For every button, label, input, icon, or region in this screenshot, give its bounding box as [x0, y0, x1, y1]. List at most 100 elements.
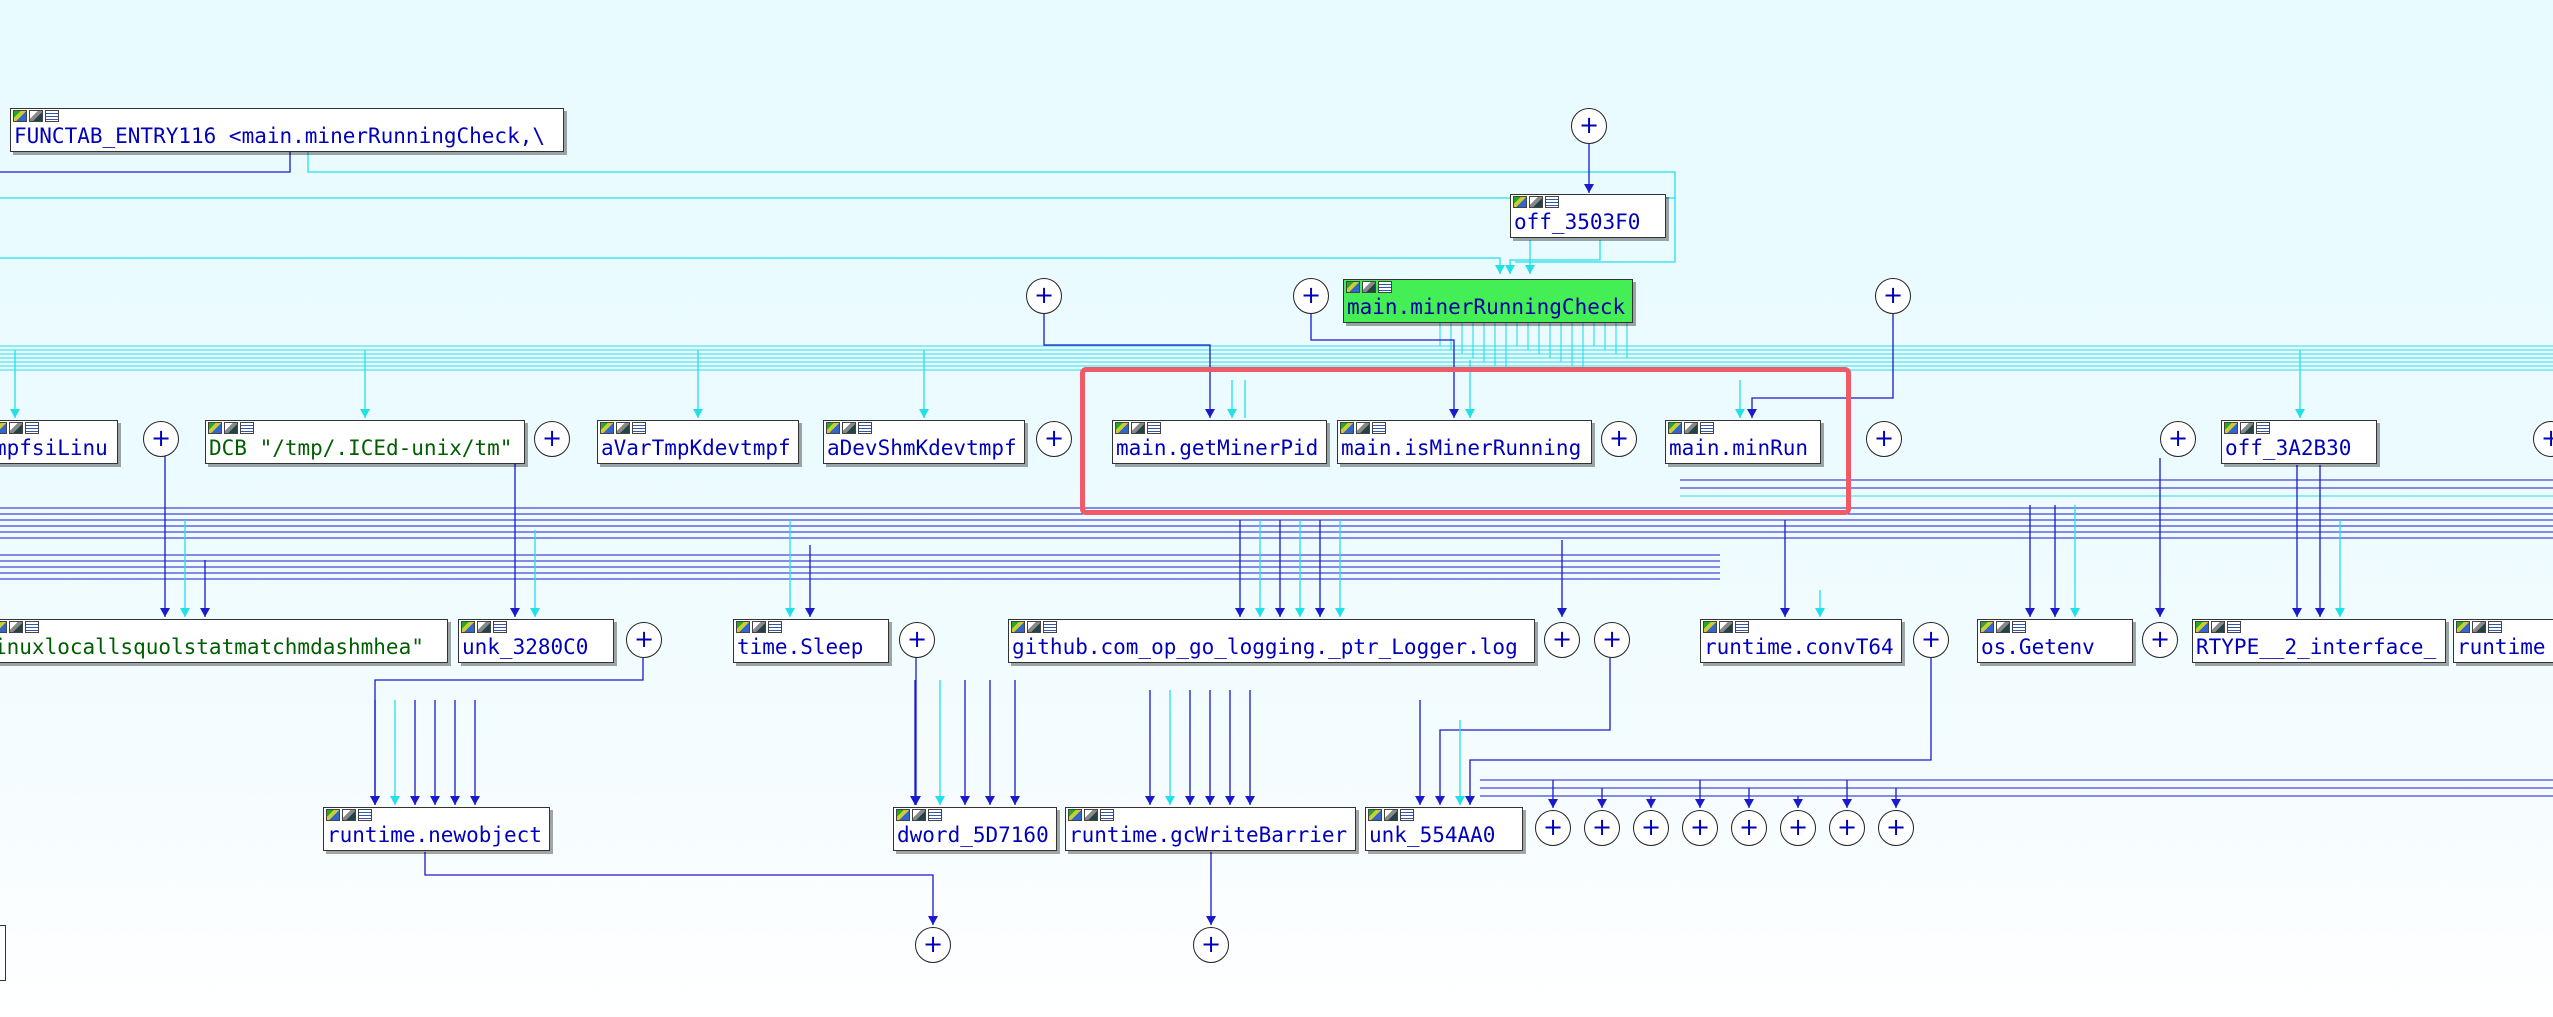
expand-node-button[interactable]: +: [1293, 278, 1329, 314]
expand-node-button[interactable]: +: [1829, 810, 1865, 846]
text-view-icon: [1545, 196, 1559, 208]
expand-node-button[interactable]: +: [1193, 927, 1229, 963]
color-icon: [752, 621, 766, 633]
edge-arrowhead: [1206, 916, 1216, 925]
node-miner-running-check[interactable]: main.minerRunningCheck: [1343, 279, 1633, 323]
node-label: runtime: [2457, 635, 2546, 659]
node-off-3503f0[interactable]: off_3503F0: [1510, 194, 1666, 238]
edge-arrowhead: [1744, 799, 1754, 808]
edge-arrowhead: [1205, 409, 1215, 418]
node-is-miner-running[interactable]: main.isMinerRunning: [1337, 420, 1592, 464]
node-linux-string[interactable]: inuxlocallsquolstatmatchmdashmhea": [0, 619, 448, 663]
expand-node-button[interactable]: +: [1026, 278, 1062, 314]
edge-arrowhead: [1465, 409, 1475, 418]
expand-node-button[interactable]: +: [1544, 622, 1580, 658]
text-view-icon: [1147, 422, 1161, 434]
edge-arrowhead: [928, 916, 938, 925]
node-adev-shm[interactable]: aDevShmKdevtmpf: [823, 420, 1025, 464]
expand-node-button[interactable]: +: [2142, 622, 2178, 658]
expand-node-button[interactable]: +: [1731, 810, 1767, 846]
node-min-run[interactable]: main.minRun: [1665, 420, 1821, 464]
node-rtype-interface[interactable]: RTYPE__2_interface_: [2192, 619, 2446, 663]
edge-arrowhead: [1815, 608, 1825, 617]
node-label: DCB "/tmp/.ICEd-unix/tm": [209, 436, 513, 460]
expand-node-button[interactable]: +: [1584, 810, 1620, 846]
text-view-icon: [2227, 621, 2241, 633]
edge-arrowhead: [470, 796, 480, 805]
node-label: unk_3280C0: [462, 635, 589, 659]
expand-node-button[interactable]: +: [2533, 421, 2553, 457]
edge-arrowhead: [1548, 799, 1558, 808]
graph-icon: [2456, 621, 2470, 633]
color-icon: [616, 422, 630, 434]
call-edge: [1439, 658, 1611, 805]
expand-node-button[interactable]: +: [534, 421, 570, 457]
expand-node-button[interactable]: +: [1036, 421, 1072, 457]
node-avar-tmp[interactable]: aVarTmpKdevtmpf: [597, 420, 799, 464]
edge-arrowhead: [1227, 409, 1237, 418]
node-runtime-gcwritebarrier[interactable]: runtime.gcWriteBarrier: [1065, 807, 1356, 851]
edge-arrowhead: [2155, 608, 2165, 617]
edge-arrowhead: [1793, 799, 1803, 808]
node-unk-554aa0[interactable]: unk_554AA0: [1365, 807, 1523, 851]
color-icon: [1384, 809, 1398, 821]
color-icon: [1684, 422, 1698, 434]
call-edge: [1469, 658, 1932, 805]
expand-node-button[interactable]: +: [915, 927, 951, 963]
node-os-getenv[interactable]: os.Getenv: [1977, 619, 2133, 663]
node-logger-log[interactable]: github.com_op_go_logging._ptr_Logger.log: [1008, 619, 1535, 663]
expand-node-button[interactable]: +: [2160, 421, 2196, 457]
text-view-icon: [358, 809, 372, 821]
text-view-icon: [45, 110, 59, 122]
graph-icon: [1513, 196, 1527, 208]
expand-node-button[interactable]: +: [1633, 810, 1669, 846]
edge-arrowhead: [2335, 608, 2345, 617]
expand-node-button[interactable]: +: [1866, 421, 1902, 457]
expand-node-button[interactable]: +: [1780, 810, 1816, 846]
expand-node-button[interactable]: +: [1535, 810, 1571, 846]
edge-arrowhead: [2070, 608, 2080, 617]
edge-arrowhead: [430, 796, 440, 805]
node-dcb-tmp[interactable]: DCB "/tmp/.ICEd-unix/tm": [205, 420, 525, 464]
node-time-sleep[interactable]: time.Sleep: [733, 619, 889, 663]
graph-icon: [0, 422, 7, 434]
expand-node-button[interactable]: +: [143, 421, 179, 457]
node-mpfsi-linu[interactable]: mpfsiLinu: [0, 420, 118, 464]
expand-node-button[interactable]: +: [1601, 421, 1637, 457]
expand-node-button[interactable]: +: [899, 622, 935, 658]
node-get-miner-pid[interactable]: main.getMinerPid: [1112, 420, 1327, 464]
edge-arrowhead: [1275, 608, 1285, 617]
color-icon: [29, 110, 43, 122]
color-icon: [2211, 621, 2225, 633]
graph-icon: [2224, 422, 2238, 434]
expand-node-button[interactable]: +: [1875, 278, 1911, 314]
color-icon: [912, 809, 926, 821]
edge-arrowhead: [1185, 796, 1195, 805]
expand-node-button[interactable]: +: [1571, 108, 1607, 144]
expand-node-button[interactable]: +: [1878, 810, 1914, 846]
text-view-icon: [928, 809, 942, 821]
node-label: runtime.convT64: [1704, 635, 1894, 659]
edge-arrowhead: [1747, 409, 1757, 418]
edge-arrowhead: [1735, 409, 1745, 418]
data-edge: [307, 152, 1676, 263]
text-view-icon: [2488, 621, 2502, 633]
text-view-icon: [493, 621, 507, 633]
node-dword-5d7160[interactable]: dword_5D7160: [893, 807, 1057, 851]
edge-arrowhead: [530, 608, 540, 617]
node-functab-entry[interactable]: FUNCTAB_ENTRY116 <main.minerRunningCheck…: [10, 108, 564, 152]
expand-node-button[interactable]: +: [1913, 622, 1949, 658]
expand-node-button[interactable]: +: [1682, 810, 1718, 846]
node-runtime-newobject[interactable]: runtime.newobject: [323, 807, 550, 851]
expand-node-button[interactable]: +: [1594, 622, 1630, 658]
graph-icon: [208, 422, 222, 434]
expand-node-button[interactable]: +: [626, 622, 662, 658]
node-unk-3280c0[interactable]: unk_3280C0: [458, 619, 614, 663]
node-runtime-truncated[interactable]: runtime: [2453, 619, 2553, 663]
edge-arrowhead: [1205, 796, 1215, 805]
edge-arrowhead: [1449, 409, 1459, 418]
node-runtime-convt64[interactable]: runtime.convT64: [1700, 619, 1902, 663]
node-off-3a2b30[interactable]: off_3A2B30: [2221, 420, 2377, 464]
